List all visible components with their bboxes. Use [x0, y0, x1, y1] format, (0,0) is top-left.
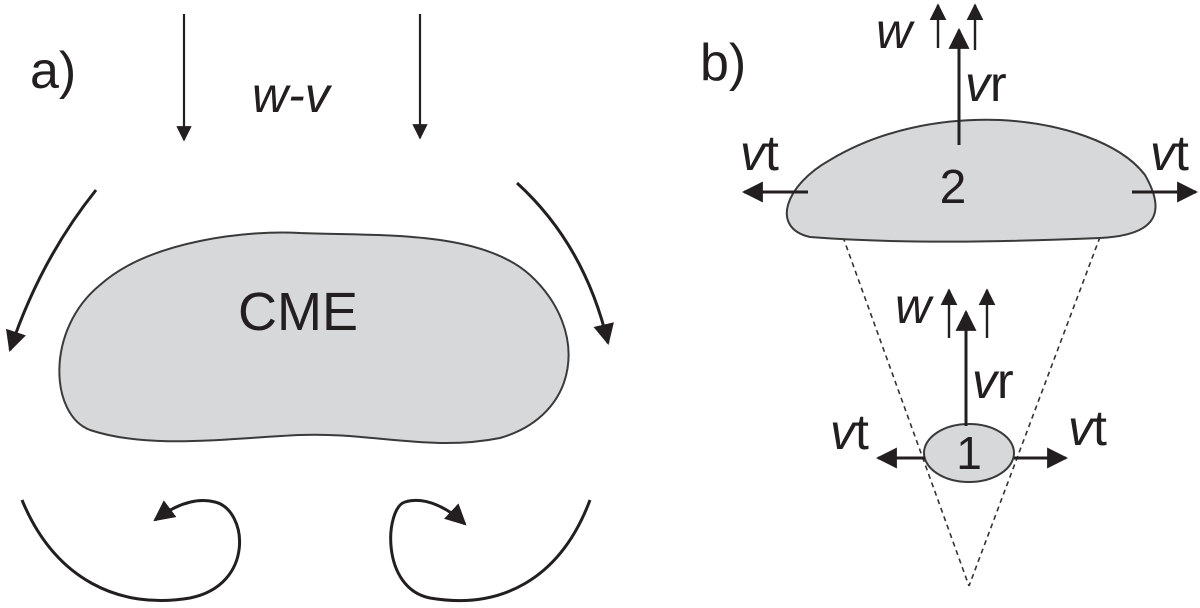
- position-2-number: 2: [940, 161, 967, 214]
- side-flow-arrow-right: [515, 181, 614, 346]
- upper-vt-left-main: v: [740, 125, 768, 181]
- lower-vr-label: vr: [972, 353, 1014, 409]
- lower-w-label: w: [895, 278, 934, 334]
- cme-position-2: [785, 118, 1157, 243]
- lower-vt-left-main: v: [830, 404, 858, 460]
- lower-vr-main: v: [972, 353, 1000, 409]
- cme-body: [58, 231, 570, 445]
- cme-label: CME: [238, 282, 358, 342]
- upper-vt-right-main: v: [1150, 125, 1178, 181]
- panel-a-label: a): [30, 42, 76, 100]
- upper-w-label: w: [876, 3, 915, 59]
- cone-edge-left: [842, 236, 970, 587]
- side-flow-arrow-left: [6, 189, 98, 352]
- lower-vt-label-left: vt: [830, 404, 869, 460]
- upper-vr-main: v: [965, 56, 993, 112]
- inflow-label: w-v: [252, 67, 333, 123]
- cme-position-1: [923, 423, 1015, 483]
- lower-vt-right-sub: t: [1093, 400, 1107, 456]
- upper-vt-left-sub: t: [765, 125, 779, 181]
- panel-b-label: b): [700, 34, 746, 92]
- upper-vt-label-left: vt: [740, 125, 779, 181]
- upper-vr-sub: r: [990, 56, 1007, 112]
- cone-edge-right: [968, 236, 1101, 587]
- lower-vt-label-right: vt: [1068, 400, 1107, 456]
- lower-vt-left-sub: t: [855, 404, 869, 460]
- position-1-number: 1: [956, 427, 982, 479]
- vortex-arrow-left: [20, 499, 241, 603]
- upper-vt-label-right: vt: [1150, 125, 1189, 181]
- upper-vr-label: vr: [965, 56, 1007, 112]
- upper-vt-right-sub: t: [1175, 125, 1189, 181]
- lower-vt-right-main: v: [1068, 400, 1096, 456]
- lower-vr-sub: r: [997, 353, 1014, 409]
- vortex-arrow-right: [389, 499, 592, 603]
